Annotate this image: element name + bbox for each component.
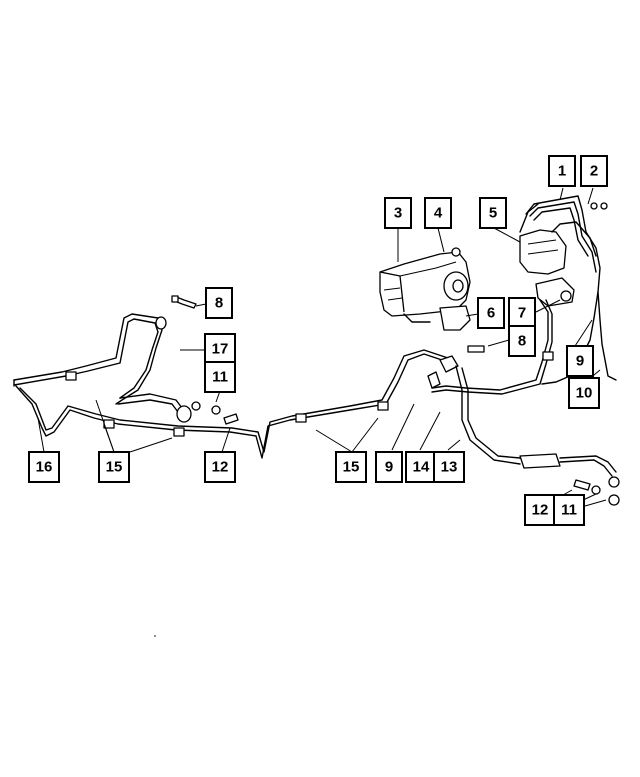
callout-5: 5: [479, 197, 507, 229]
callout-11-right: 11: [553, 494, 585, 526]
stray-mark: [154, 635, 156, 637]
callout-6-label: 6: [487, 305, 495, 322]
callout-11-left-label: 11: [212, 369, 228, 386]
callout-14-label: 14: [413, 459, 430, 476]
callout-16-label: 16: [36, 459, 53, 476]
callout-11-left: 11: [204, 361, 236, 393]
callout-9-bottom-label: 9: [385, 459, 393, 476]
callout-8-left: 8: [205, 287, 233, 319]
callout-12-right: 12: [524, 494, 556, 526]
callout-9-bottom: 9: [375, 451, 403, 483]
callout-8-right-label: 8: [518, 333, 526, 350]
callout-5-label: 5: [489, 205, 497, 222]
callout-4: 4: [424, 197, 452, 229]
rear-flex-hose: [427, 345, 620, 506]
callout-13: 13: [433, 451, 465, 483]
callout-9-right-label: 9: [576, 353, 584, 370]
callout-11-right-label: 11: [561, 502, 577, 519]
callout-12-left: 12: [204, 451, 236, 483]
callout-1-label: 1: [558, 163, 566, 180]
callout-6: 6: [477, 297, 505, 329]
callout-1: 1: [548, 155, 576, 187]
callout-17: 17: [204, 333, 236, 365]
callout-10: 10: [568, 377, 600, 409]
fasteners-left: [171, 295, 239, 425]
callout-3: 3: [384, 197, 412, 229]
abs-module: [379, 247, 471, 331]
right-brake-tube-bundle: [431, 195, 617, 395]
callout-8-right: 8: [508, 325, 536, 357]
callout-17-label: 17: [212, 341, 229, 358]
callout-14: 14: [405, 451, 437, 483]
callout-8-left-label: 8: [215, 295, 223, 312]
callout-3-label: 3: [394, 205, 402, 222]
left-brake-tube: [13, 313, 449, 459]
callout-9-right: 9: [566, 345, 594, 377]
callout-10-label: 10: [576, 385, 593, 402]
callout-4-label: 4: [434, 205, 443, 222]
callout-16: 16: [28, 451, 60, 483]
callout-2: 2: [580, 155, 608, 187]
callout-13-label: 13: [441, 459, 458, 476]
callout-15-right: 15: [335, 451, 367, 483]
callout-15-left: 15: [98, 451, 130, 483]
callout-15-right-label: 15: [343, 459, 360, 476]
callout-7-label: 7: [518, 305, 526, 322]
callout-7: 7: [508, 297, 536, 329]
callout-12-left-label: 12: [212, 459, 229, 476]
callout-12-right-label: 12: [532, 502, 549, 519]
callout-2-label: 2: [590, 163, 598, 180]
callout-15-left-label: 15: [106, 459, 123, 476]
